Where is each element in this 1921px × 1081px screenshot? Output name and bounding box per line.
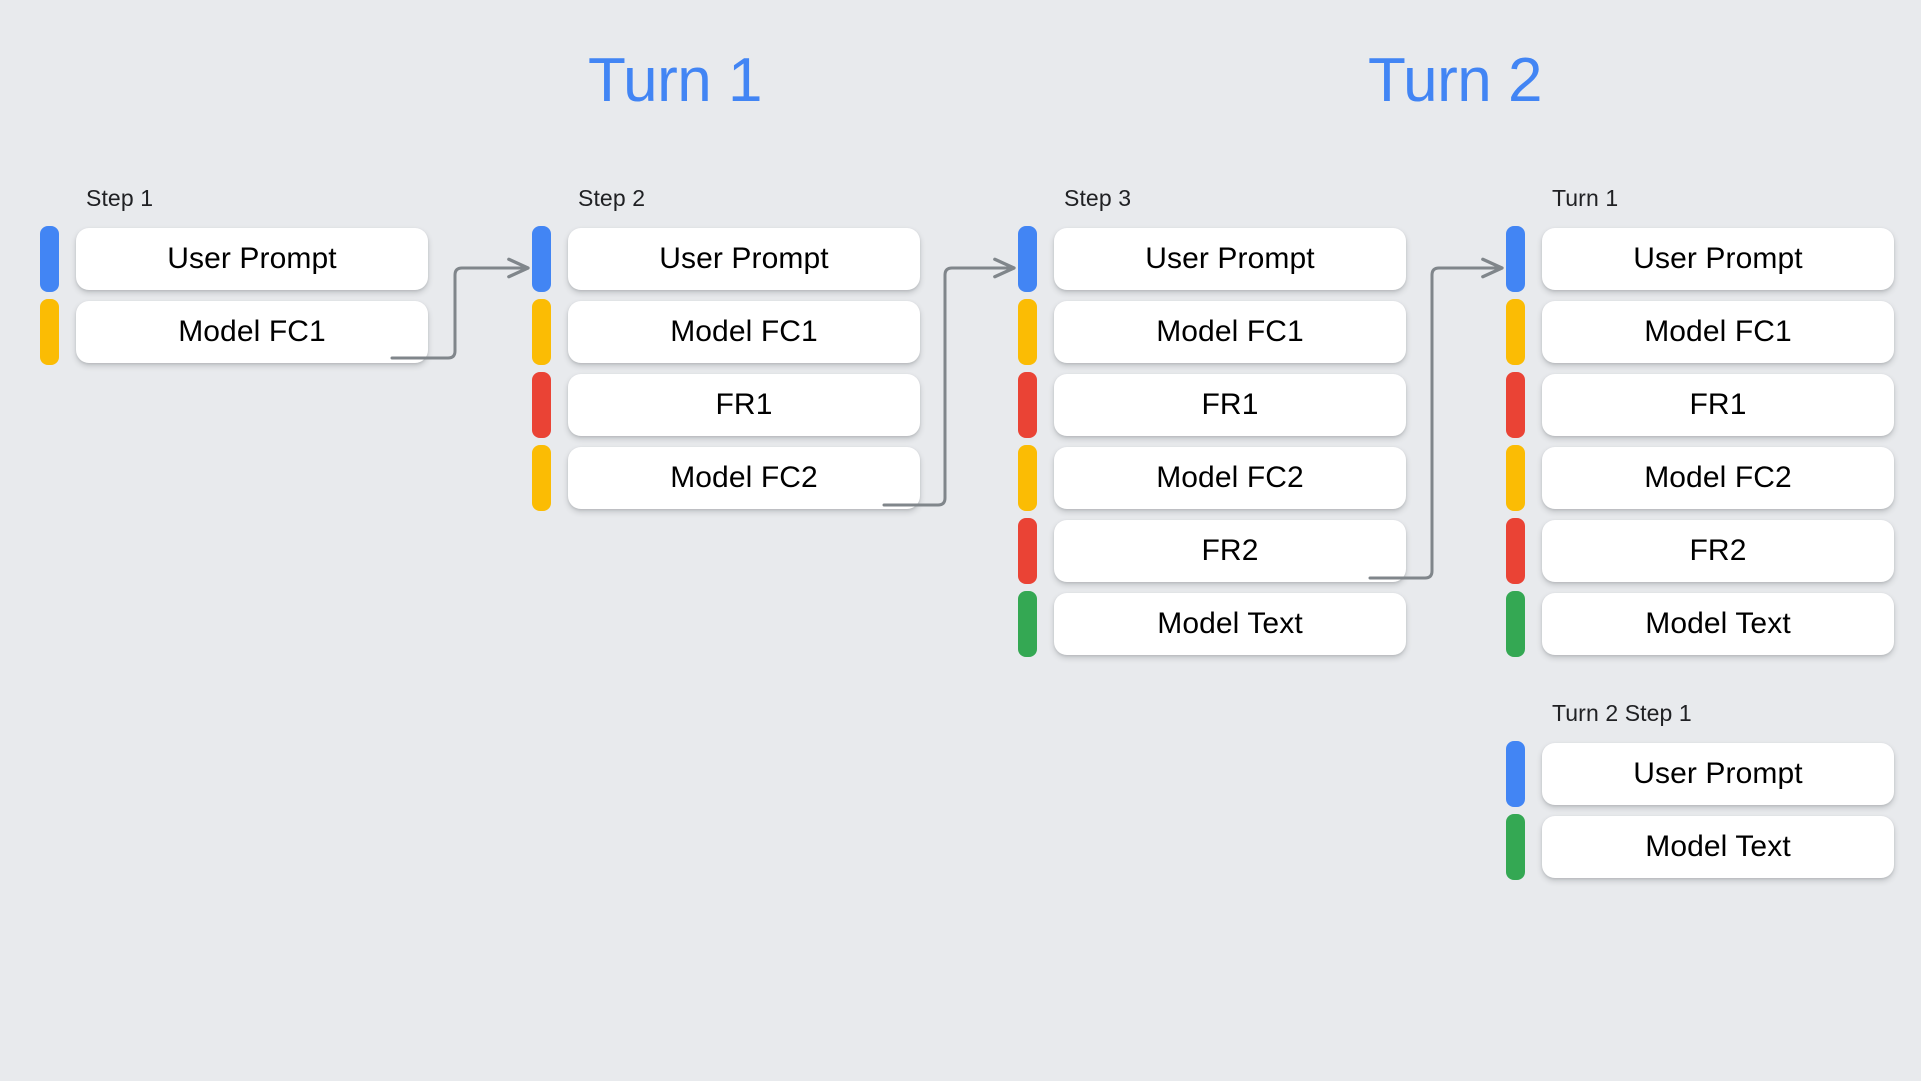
message-card-label: Model Text (1157, 607, 1303, 640)
message-row: FR2 (1506, 515, 1894, 588)
message-row: Model FC1 (40, 296, 428, 369)
role-color-bar-blue (1506, 226, 1525, 292)
message-row: User Prompt (40, 223, 428, 296)
role-color-bar-red (1506, 372, 1525, 438)
role-color-bar-yellow (1018, 445, 1037, 511)
message-card-label: Model FC1 (1156, 315, 1304, 348)
column-label-step-3: Step 3 (1064, 185, 1132, 211)
message-card-label: Model FC1 (1644, 315, 1792, 348)
message-row: Model Text (1506, 811, 1894, 884)
message-row: Model FC2 (1018, 442, 1406, 515)
message-card-label: Model Text (1645, 607, 1791, 640)
message-card-label: User Prompt (659, 242, 829, 275)
column-label-step-2: Step 2 (578, 185, 646, 211)
message-card-label: Model FC2 (1644, 461, 1792, 494)
role-color-bar-blue (532, 226, 551, 292)
message-card-label: User Prompt (1633, 242, 1803, 275)
message-row: FR1 (1506, 369, 1894, 442)
message-row: FR1 (532, 369, 920, 442)
message-card[interactable]: FR1 (568, 374, 920, 436)
message-card-label: FR1 (715, 388, 773, 421)
message-card[interactable]: User Prompt (1054, 228, 1406, 290)
message-card-label: FR1 (1689, 388, 1747, 421)
message-card[interactable]: User Prompt (568, 228, 920, 290)
message-card[interactable]: Model FC2 (568, 447, 920, 509)
message-row: FR2 (1018, 515, 1406, 588)
message-card-label: Model Text (1645, 830, 1791, 863)
role-color-bar-green (1506, 814, 1525, 880)
role-color-bar-yellow (1018, 299, 1037, 365)
message-card[interactable]: FR1 (1542, 374, 1894, 436)
message-card[interactable]: Model FC1 (1542, 301, 1894, 363)
role-color-bar-green (1018, 591, 1037, 657)
message-row: User Prompt (1506, 738, 1894, 811)
message-row: Model Text (1018, 588, 1406, 661)
message-row: Model FC2 (532, 442, 920, 515)
message-card[interactable]: Model FC2 (1542, 447, 1894, 509)
column-label-turn-2-step-1: Turn 2 Step 1 (1552, 700, 1692, 726)
role-color-bar-red (1018, 518, 1037, 584)
role-color-bar-yellow (1506, 299, 1525, 365)
role-color-bar-yellow (40, 299, 59, 365)
role-color-bar-yellow (532, 299, 551, 365)
role-color-bar-green (1506, 591, 1525, 657)
message-row: Model FC1 (532, 296, 920, 369)
message-card[interactable]: User Prompt (1542, 228, 1894, 290)
message-card[interactable]: Model Text (1054, 593, 1406, 655)
turn-2-heading: Turn 2 (1368, 46, 1542, 115)
message-card-label: FR2 (1201, 534, 1259, 567)
message-card-label: Model FC2 (670, 461, 818, 494)
message-row: User Prompt (532, 223, 920, 296)
message-card-label: FR2 (1689, 534, 1747, 567)
role-color-bar-blue (40, 226, 59, 292)
message-row: User Prompt (1506, 223, 1894, 296)
message-row: Model FC2 (1506, 442, 1894, 515)
message-card-label: User Prompt (1145, 242, 1315, 275)
message-card[interactable]: Model FC1 (568, 301, 920, 363)
message-card-label: Model FC1 (178, 315, 326, 348)
message-card[interactable]: User Prompt (1542, 743, 1894, 805)
message-row: FR1 (1018, 369, 1406, 442)
role-color-bar-blue (1506, 741, 1525, 807)
message-row: Model FC1 (1506, 296, 1894, 369)
role-color-bar-yellow (532, 445, 551, 511)
role-color-bar-blue (1018, 226, 1037, 292)
role-color-bar-yellow (1506, 445, 1525, 511)
column-label-turn-2-turn-1: Turn 1 (1552, 185, 1619, 211)
column-label-step-1: Step 1 (86, 185, 154, 211)
message-card[interactable]: Model Text (1542, 593, 1894, 655)
message-row: Model FC1 (1018, 296, 1406, 369)
message-card[interactable]: FR2 (1542, 520, 1894, 582)
message-card[interactable]: Model Text (1542, 816, 1894, 878)
message-card[interactable]: User Prompt (76, 228, 428, 290)
message-card[interactable]: FR1 (1054, 374, 1406, 436)
message-card-label: User Prompt (1633, 757, 1803, 790)
message-card[interactable]: Model FC1 (76, 301, 428, 363)
message-card[interactable]: Model FC1 (1054, 301, 1406, 363)
message-card-label: FR1 (1201, 388, 1259, 421)
message-row: Model Text (1506, 588, 1894, 661)
message-card-label: Model FC1 (670, 315, 818, 348)
turn-1-heading: Turn 1 (588, 46, 762, 115)
message-row: User Prompt (1018, 223, 1406, 296)
message-card-label: User Prompt (167, 242, 337, 275)
role-color-bar-red (532, 372, 551, 438)
message-card-label: Model FC2 (1156, 461, 1304, 494)
message-card[interactable]: Model FC2 (1054, 447, 1406, 509)
message-card[interactable]: FR2 (1054, 520, 1406, 582)
role-color-bar-red (1506, 518, 1525, 584)
role-color-bar-red (1018, 372, 1037, 438)
